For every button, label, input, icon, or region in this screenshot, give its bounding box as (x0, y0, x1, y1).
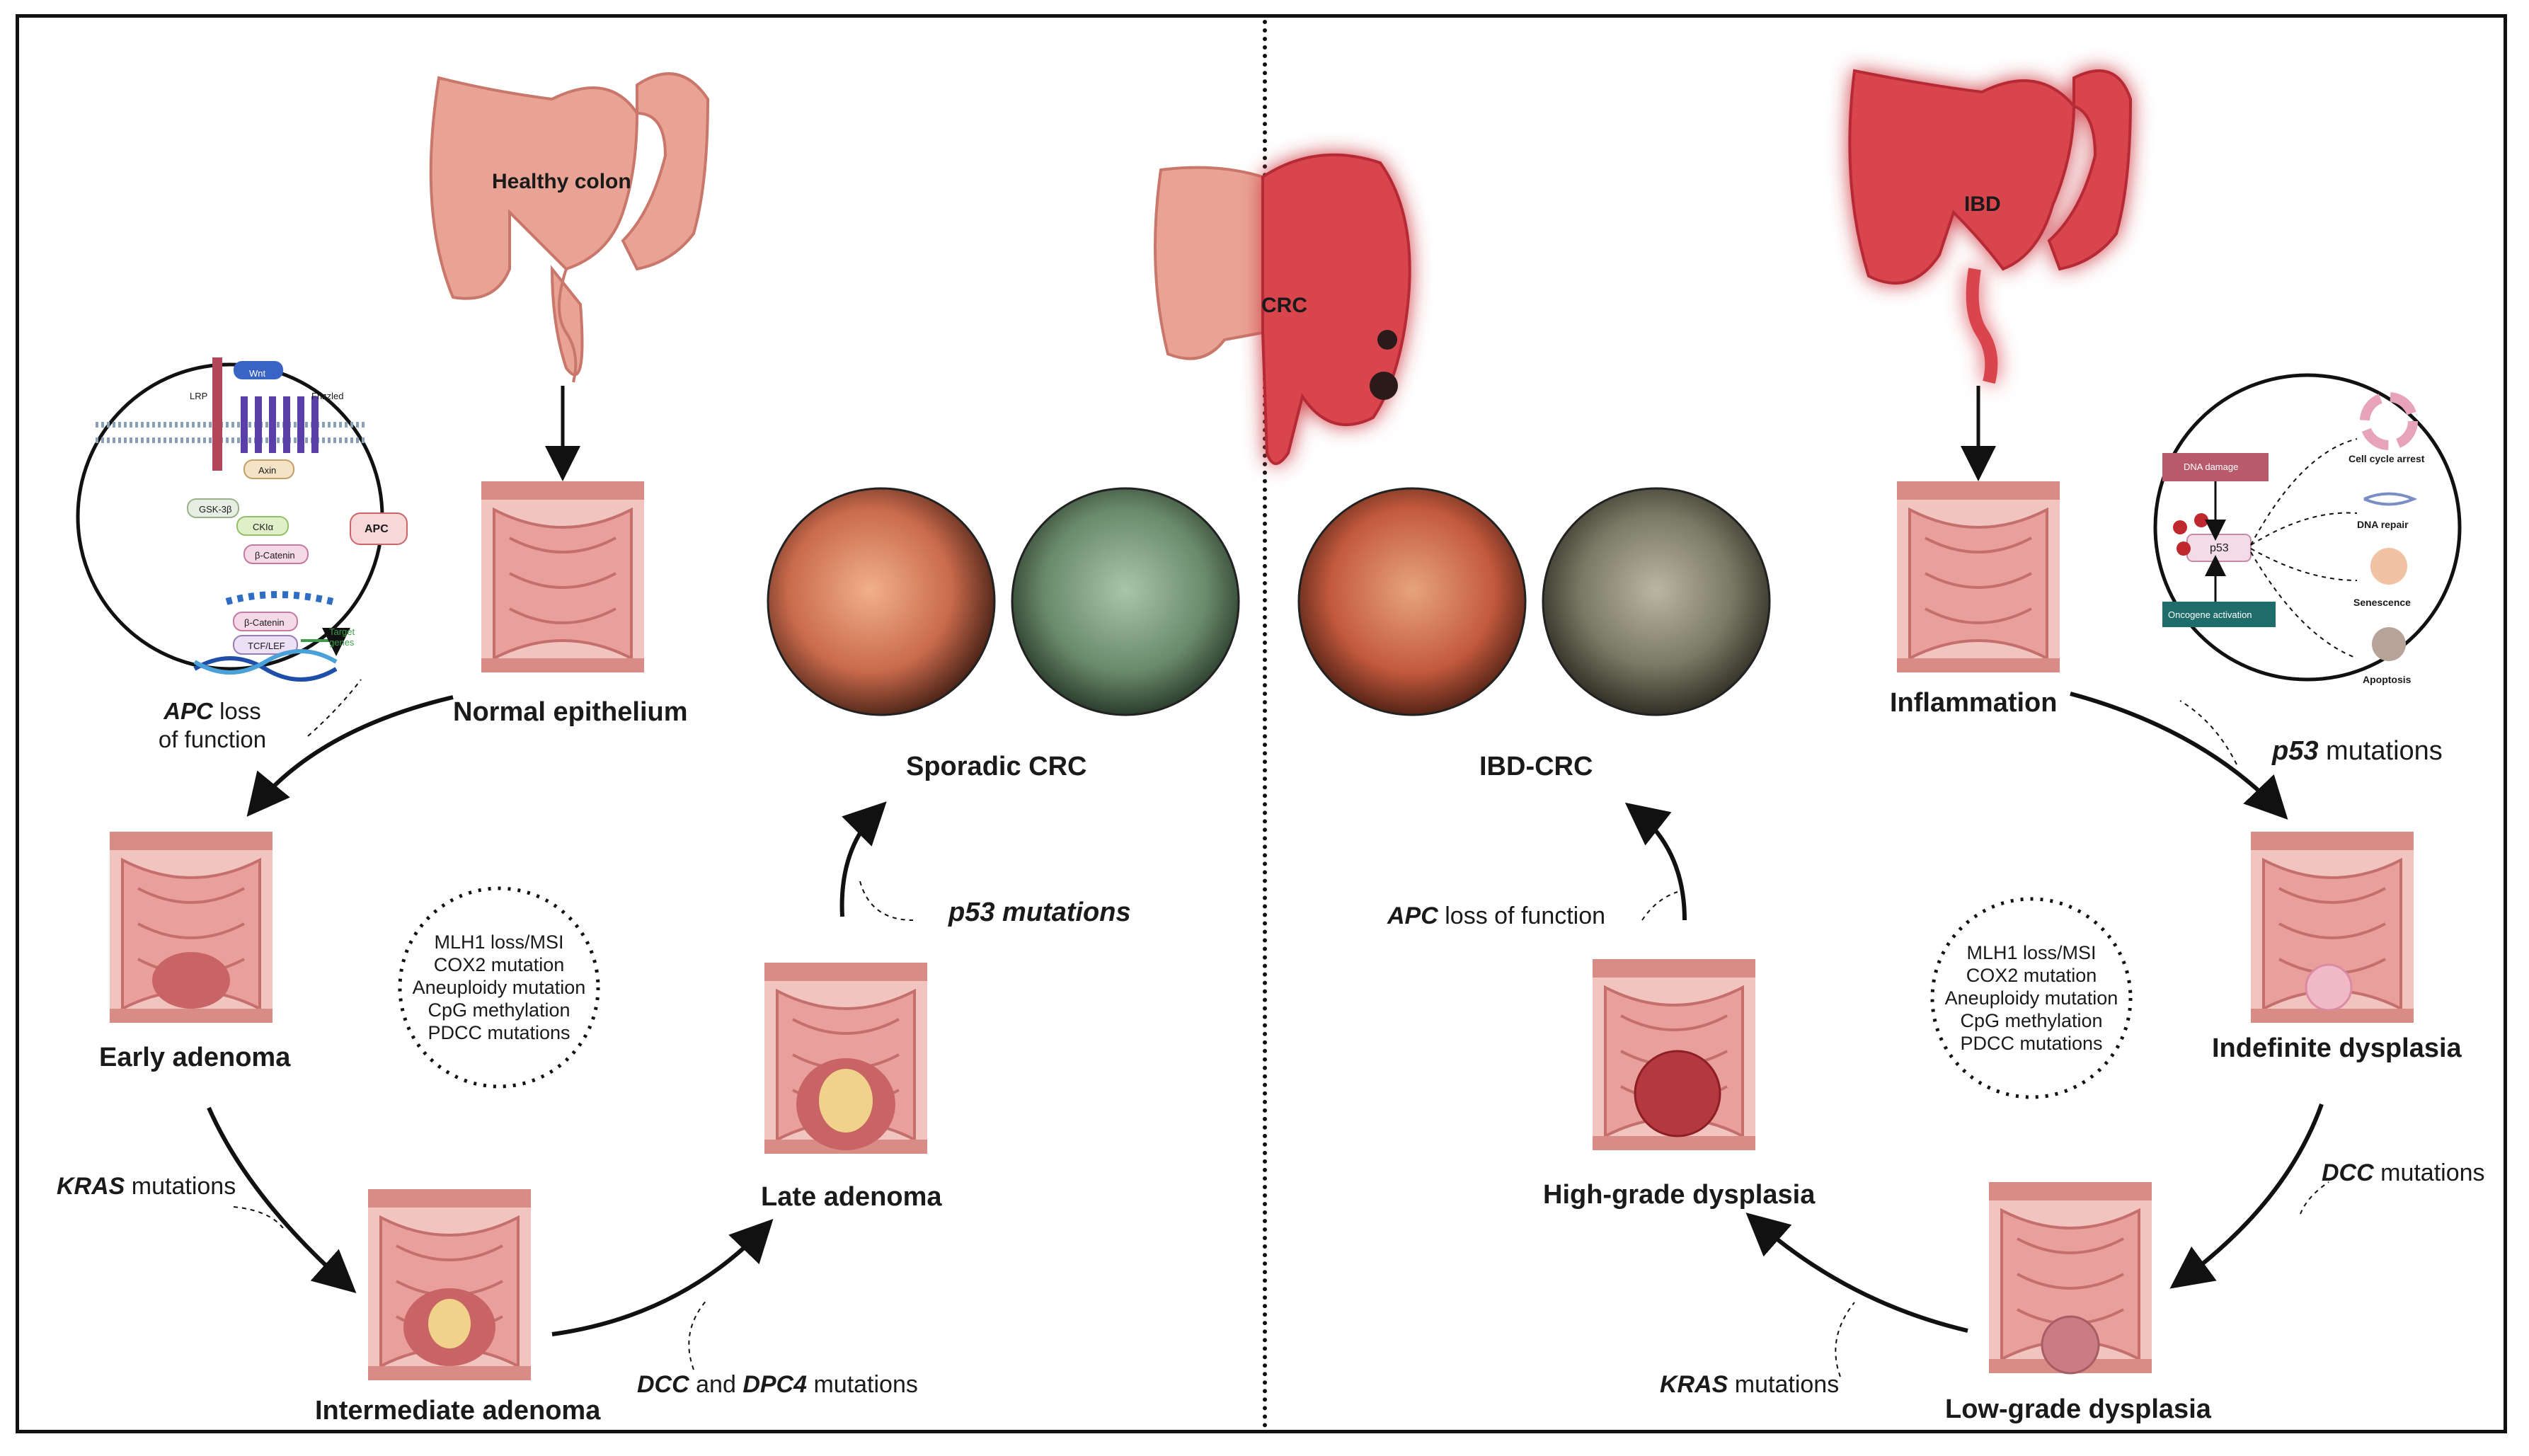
dpc4-gene: DPC4 (742, 1371, 808, 1398)
ck-label: CKIα (253, 522, 274, 532)
right-apc-annotation: APC loss of function (1387, 902, 1605, 930)
list-item: Aneuploidy mutation (1944, 987, 2118, 1009)
low-grade-dysplasia-label: Low-grade dysplasia (1945, 1394, 2211, 1424)
left-p53-annotation: p53 mutations (948, 898, 1131, 928)
dna-damage-label: DNA damage (2184, 462, 2239, 472)
apc-gene: APC (164, 698, 213, 724)
ibd-colon-illustration (1848, 69, 2133, 384)
right-dcc-annotation: DCC mutations (2322, 1159, 2485, 1187)
apc-pathway-label: APC (365, 523, 389, 535)
healthy-colon-illustration (429, 72, 710, 383)
figure-frame (16, 14, 2507, 1433)
gsk-label: GSK-3β (199, 504, 232, 515)
sporadic-crc-label: Sporadic CRC (906, 752, 1087, 781)
left-mutation-list: MLH1 loss/MSI COX2 mutation Aneuploidy m… (403, 931, 595, 1044)
crc-colon-illustration (1154, 153, 1411, 465)
dna-repair-label: DNA repair (2357, 519, 2409, 530)
right-apc-gene: APC (1387, 902, 1438, 929)
right-dcc-gene: DCC (2322, 1159, 2374, 1186)
axin-label: Axin (258, 465, 277, 476)
list-item: PDCC mutations (1960, 1033, 2103, 1054)
inflammation-tissue (1896, 480, 2061, 674)
intermediate-adenoma-label: Intermediate adenoma (315, 1396, 601, 1426)
sporadic-crc-endoscopy-nbi (1011, 487, 1240, 716)
healthy-colon-label: Healthy colon (492, 170, 631, 193)
lrp-label: LRP (190, 391, 208, 401)
ibd-crc-endoscopy-white-light (1297, 487, 1527, 716)
arrow-high-to-ibdcrc (1624, 802, 1687, 921)
arrow-intermediate-to-late (551, 1219, 774, 1336)
late-adenoma-label: Late adenoma (761, 1182, 942, 1212)
left-kras-gene: KRAS (57, 1173, 125, 1200)
normal-epithelium-label: Normal epithelium (453, 697, 688, 727)
list-item: MLH1 loss/MSI (1966, 942, 2097, 963)
p53-node-label: p53 (2210, 542, 2229, 554)
sporadic-crc-endoscopy-white-light (767, 487, 996, 716)
p53-pathway-panel (2153, 373, 2462, 682)
right-p53-annotation: p53 mutations (2272, 736, 2443, 767)
left-kras-annotation: KRAS mutations (57, 1173, 236, 1200)
inflammation-label: Inflammation (1890, 688, 2058, 718)
arrow-indefinite-to-low (2169, 1103, 2324, 1289)
right-kras-gene: KRAS (1660, 1371, 1728, 1398)
dcc-dpc4-annotation: DCC and DPC4 mutations (637, 1371, 918, 1399)
apc-loss-annotation: APC loss of function (134, 697, 290, 754)
left-dcc-gene: DCC (637, 1371, 689, 1398)
crc-colon-label: CRC (1261, 294, 1307, 317)
early-adenoma-label: Early adenoma (99, 1043, 291, 1072)
left-p53-rest: mutations (1002, 898, 1131, 927)
senescence-label: Senescence (2353, 597, 2411, 608)
left-mutation-list-circle (398, 886, 600, 1089)
frizzled-label: Frizzled (311, 391, 344, 401)
arrow-low-to-high (1745, 1213, 1968, 1333)
bcatenin-label-2: β-Catenin (244, 617, 285, 628)
list-item: CpG methylation (428, 999, 570, 1021)
arrow-normal-to-early (246, 695, 454, 817)
center-divider (1263, 20, 1267, 1428)
oncogene-label: Oncogene activation (2168, 609, 2252, 620)
right-kras-annotation: KRAS mutations (1660, 1371, 1839, 1399)
list-item: PDCC mutations (428, 1022, 570, 1043)
list-item: MLH1 loss/MSI (434, 932, 564, 953)
apc-of-function: of function (158, 726, 267, 752)
bcatenin-label-1: β-Catenin (255, 550, 295, 561)
right-mutation-list: MLH1 loss/MSI COX2 mutation Aneuploidy m… (1936, 941, 2127, 1055)
arrow-inflammation-to-indefinite (2070, 692, 2288, 820)
arrow-early-to-intermediate (207, 1106, 357, 1293)
high-grade-dysplasia-label: High-grade dysplasia (1543, 1180, 1816, 1210)
apoptosis-label: Apoptosis (2363, 674, 2412, 685)
list-item: Aneuploidy mutation (412, 977, 586, 998)
ibd-crc-endoscopy-nbi (1542, 487, 1771, 716)
left-p53-gene: p53 (948, 898, 995, 927)
ibd-crc-label: IBD-CRC (1479, 752, 1593, 781)
list-item: COX2 mutation (433, 954, 565, 975)
target-genes-label: Target genes (329, 626, 355, 648)
list-item: CpG methylation (1960, 1010, 2103, 1031)
wnt-label: Wnt (249, 368, 266, 379)
ibd-colon-label: IBD (1964, 193, 2001, 216)
right-p53-gene: p53 (2272, 736, 2319, 766)
list-item: COX2 mutation (1966, 965, 2097, 986)
right-mutation-list-circle (1930, 897, 2133, 1099)
indefinite-dysplasia-label: Indefinite dysplasia (2212, 1033, 2462, 1063)
right-kras-rest: mutations (1734, 1371, 1840, 1398)
arrow-late-to-sporadic (839, 801, 887, 917)
right-apc-rest: loss of function (1445, 902, 1606, 929)
cell-cycle-arrest-label: Cell cycle arrest (2349, 453, 2425, 464)
right-dcc-rest: mutations (2380, 1159, 2485, 1186)
dpc-rest: mutations (813, 1371, 918, 1398)
left-kras-rest: mutations (131, 1173, 236, 1200)
tcf-lef-label: TCF/LEF (248, 641, 285, 651)
right-p53-rest: mutations (2326, 736, 2443, 766)
apc-loss-word: loss (219, 698, 261, 724)
and-word: and (696, 1371, 736, 1398)
normal-epithelium-tissue (480, 480, 646, 674)
